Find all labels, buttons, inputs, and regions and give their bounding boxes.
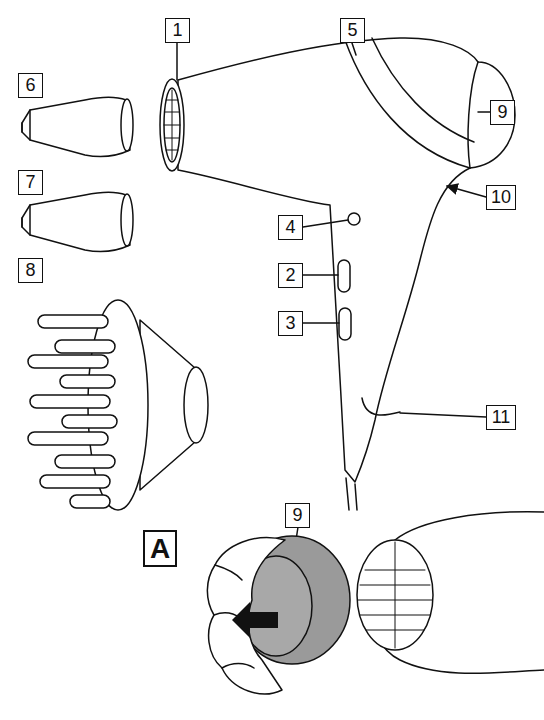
nozzle-rim — [160, 79, 184, 171]
callout-number: 9 — [292, 505, 302, 526]
callout-box: 2 — [278, 263, 303, 288]
cool-shot-button — [348, 213, 360, 225]
band-edge — [345, 40, 470, 168]
nozzle-slot — [22, 205, 30, 235]
callout-box: 7 — [18, 170, 43, 195]
callout-number: 7 — [25, 172, 35, 193]
callout-box: 10 — [486, 185, 516, 210]
callout-box: 11 — [486, 405, 516, 430]
callout-box: 8 — [18, 258, 43, 283]
nozzle-slot — [22, 110, 30, 140]
rear-cap-line — [468, 62, 478, 168]
callout-number: 10 — [491, 187, 511, 208]
rear-grille — [357, 540, 433, 650]
callout-number: 5 — [347, 20, 357, 41]
callout-box: 9 — [285, 503, 310, 528]
callout-number: A — [150, 533, 170, 565]
speed-switch — [338, 260, 350, 292]
callout-number: 3 — [285, 313, 295, 334]
nozzle-grille — [164, 88, 180, 162]
callout-number: 1 — [172, 20, 182, 41]
callout-number: 6 — [25, 75, 35, 96]
callout-box: 9 — [490, 100, 515, 125]
band-edge — [372, 38, 474, 142]
grille-lines — [164, 90, 180, 160]
heat-switch — [339, 308, 351, 340]
direction-arrow — [232, 602, 278, 638]
leader-arrow — [447, 186, 486, 197]
callout-number: 2 — [285, 265, 295, 286]
callout-box: 3 — [278, 311, 303, 336]
power-cord — [346, 478, 357, 510]
callout-box: A — [143, 530, 177, 567]
hand — [207, 538, 285, 694]
callout-box: 6 — [18, 73, 43, 98]
nozzle-end — [121, 194, 133, 246]
concentrator-nozzle — [22, 192, 130, 251]
diffuser-prongs — [28, 315, 117, 508]
hanging-loop — [362, 398, 400, 415]
grille-lines — [358, 542, 432, 648]
leader-line — [177, 43, 490, 540]
nozzle-end — [121, 99, 133, 151]
callout-number: 4 — [285, 217, 295, 238]
callout-box: 1 — [165, 18, 190, 43]
callout-box: 5 — [340, 18, 365, 43]
concentrator-nozzle — [22, 97, 130, 156]
callout-number: 11 — [492, 407, 511, 428]
callout-number: 9 — [497, 102, 507, 123]
callout-number: 8 — [25, 260, 35, 281]
diffuser-back — [184, 367, 208, 443]
callout-box: 4 — [278, 215, 303, 240]
